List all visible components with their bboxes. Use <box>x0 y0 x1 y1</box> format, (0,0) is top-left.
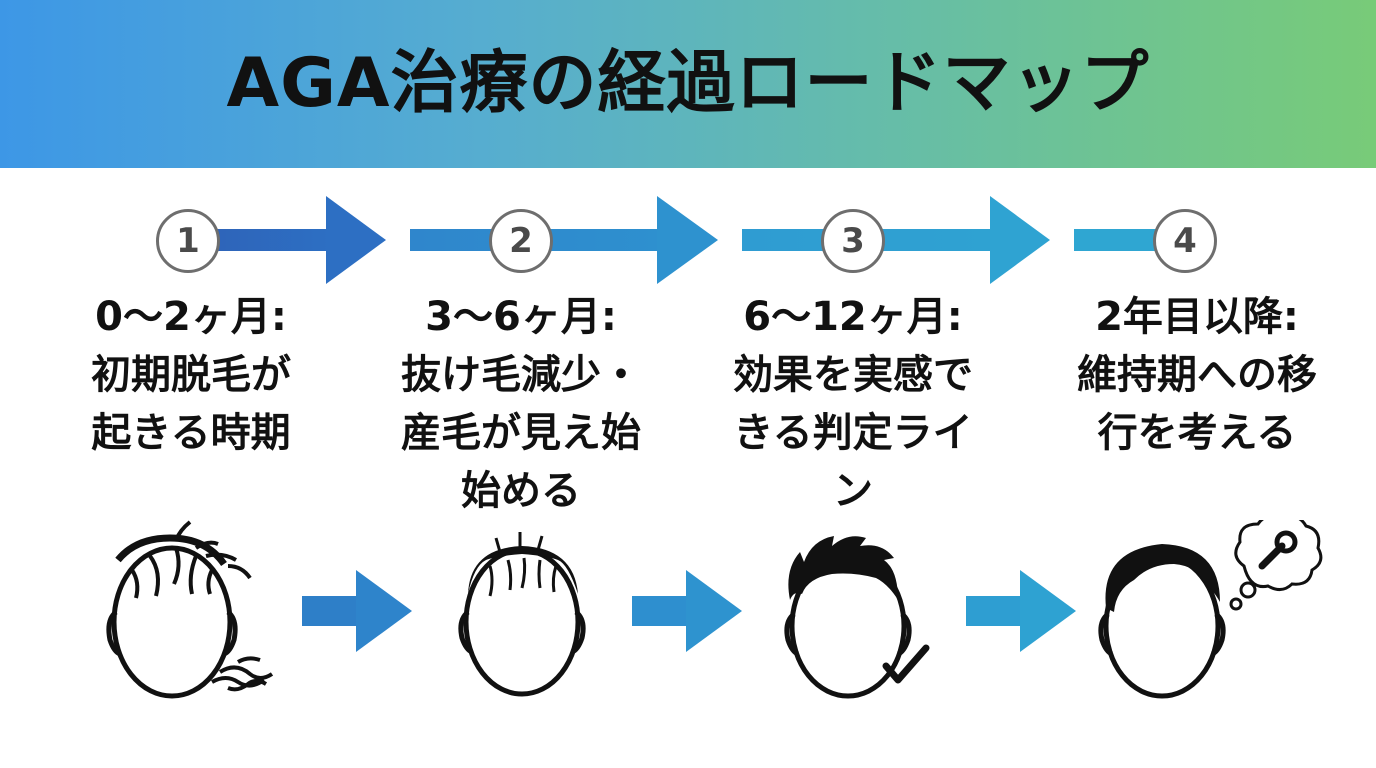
step-2-line-1: 抜け毛減少・ <box>401 352 641 398</box>
step-4-line-2: 行を考える <box>1097 410 1297 456</box>
step-2-number: 2 <box>489 209 553 273</box>
title-banner: AGA治療の経過ロードマップ <box>0 0 1376 168</box>
step-1-number: 1 <box>156 209 220 273</box>
step-4-line-1: 維持期への移 <box>1077 352 1317 398</box>
step-3-number: 3 <box>821 209 885 273</box>
faces-row <box>106 520 1323 699</box>
step-4-text: 2年目以降: 維持期への移 行を考える <box>1052 288 1342 462</box>
progress-arrow-2 <box>632 570 742 652</box>
thinking-maintenance-face-icon <box>1098 520 1323 699</box>
step-1-line-2: 起きる時期 <box>91 410 291 456</box>
progress-arrow-3 <box>966 570 1076 652</box>
step-2-text: 3〜6ヶ月: 抜け毛減少・ 産毛が見え始 始める <box>376 288 666 520</box>
page-title: AGA治療の経過ロードマップ <box>226 44 1150 123</box>
thinning-hair-shedding-face-icon <box>106 520 274 699</box>
timeline-arrow-2 <box>410 196 718 284</box>
step-3-period: 6〜12ヶ月: <box>743 294 963 340</box>
step-3-line-1: 効果を実感で <box>733 352 973 398</box>
step-3-line-2: きる判定ライ <box>733 410 973 456</box>
step-1-line-1: 初期脱毛が <box>91 352 291 398</box>
step-1-text: 0〜2ヶ月: 初期脱毛が 起きる時期 <box>46 288 336 462</box>
full-hair-check-face-icon <box>784 536 930 699</box>
step-2-period: 3〜6ヶ月: <box>425 294 617 340</box>
new-hair-growth-face-icon <box>458 532 586 697</box>
timeline-line-4 <box>1074 229 1164 251</box>
step-4-number: 4 <box>1153 209 1217 273</box>
timeline-arrow-1 <box>200 196 386 284</box>
timeline-arrow-3 <box>742 196 1050 284</box>
step-2-line-3: 始める <box>461 468 581 514</box>
step-3-line-3: ン <box>833 468 873 514</box>
step-4-period: 2年目以降: <box>1095 294 1299 340</box>
step-2-line-2: 産毛が見え始 <box>401 410 641 456</box>
step-3-text: 6〜12ヶ月: 効果を実感で きる判定ライ ン <box>708 288 998 520</box>
step-1-period: 0〜2ヶ月: <box>95 294 287 340</box>
progress-arrow-1 <box>302 570 412 652</box>
